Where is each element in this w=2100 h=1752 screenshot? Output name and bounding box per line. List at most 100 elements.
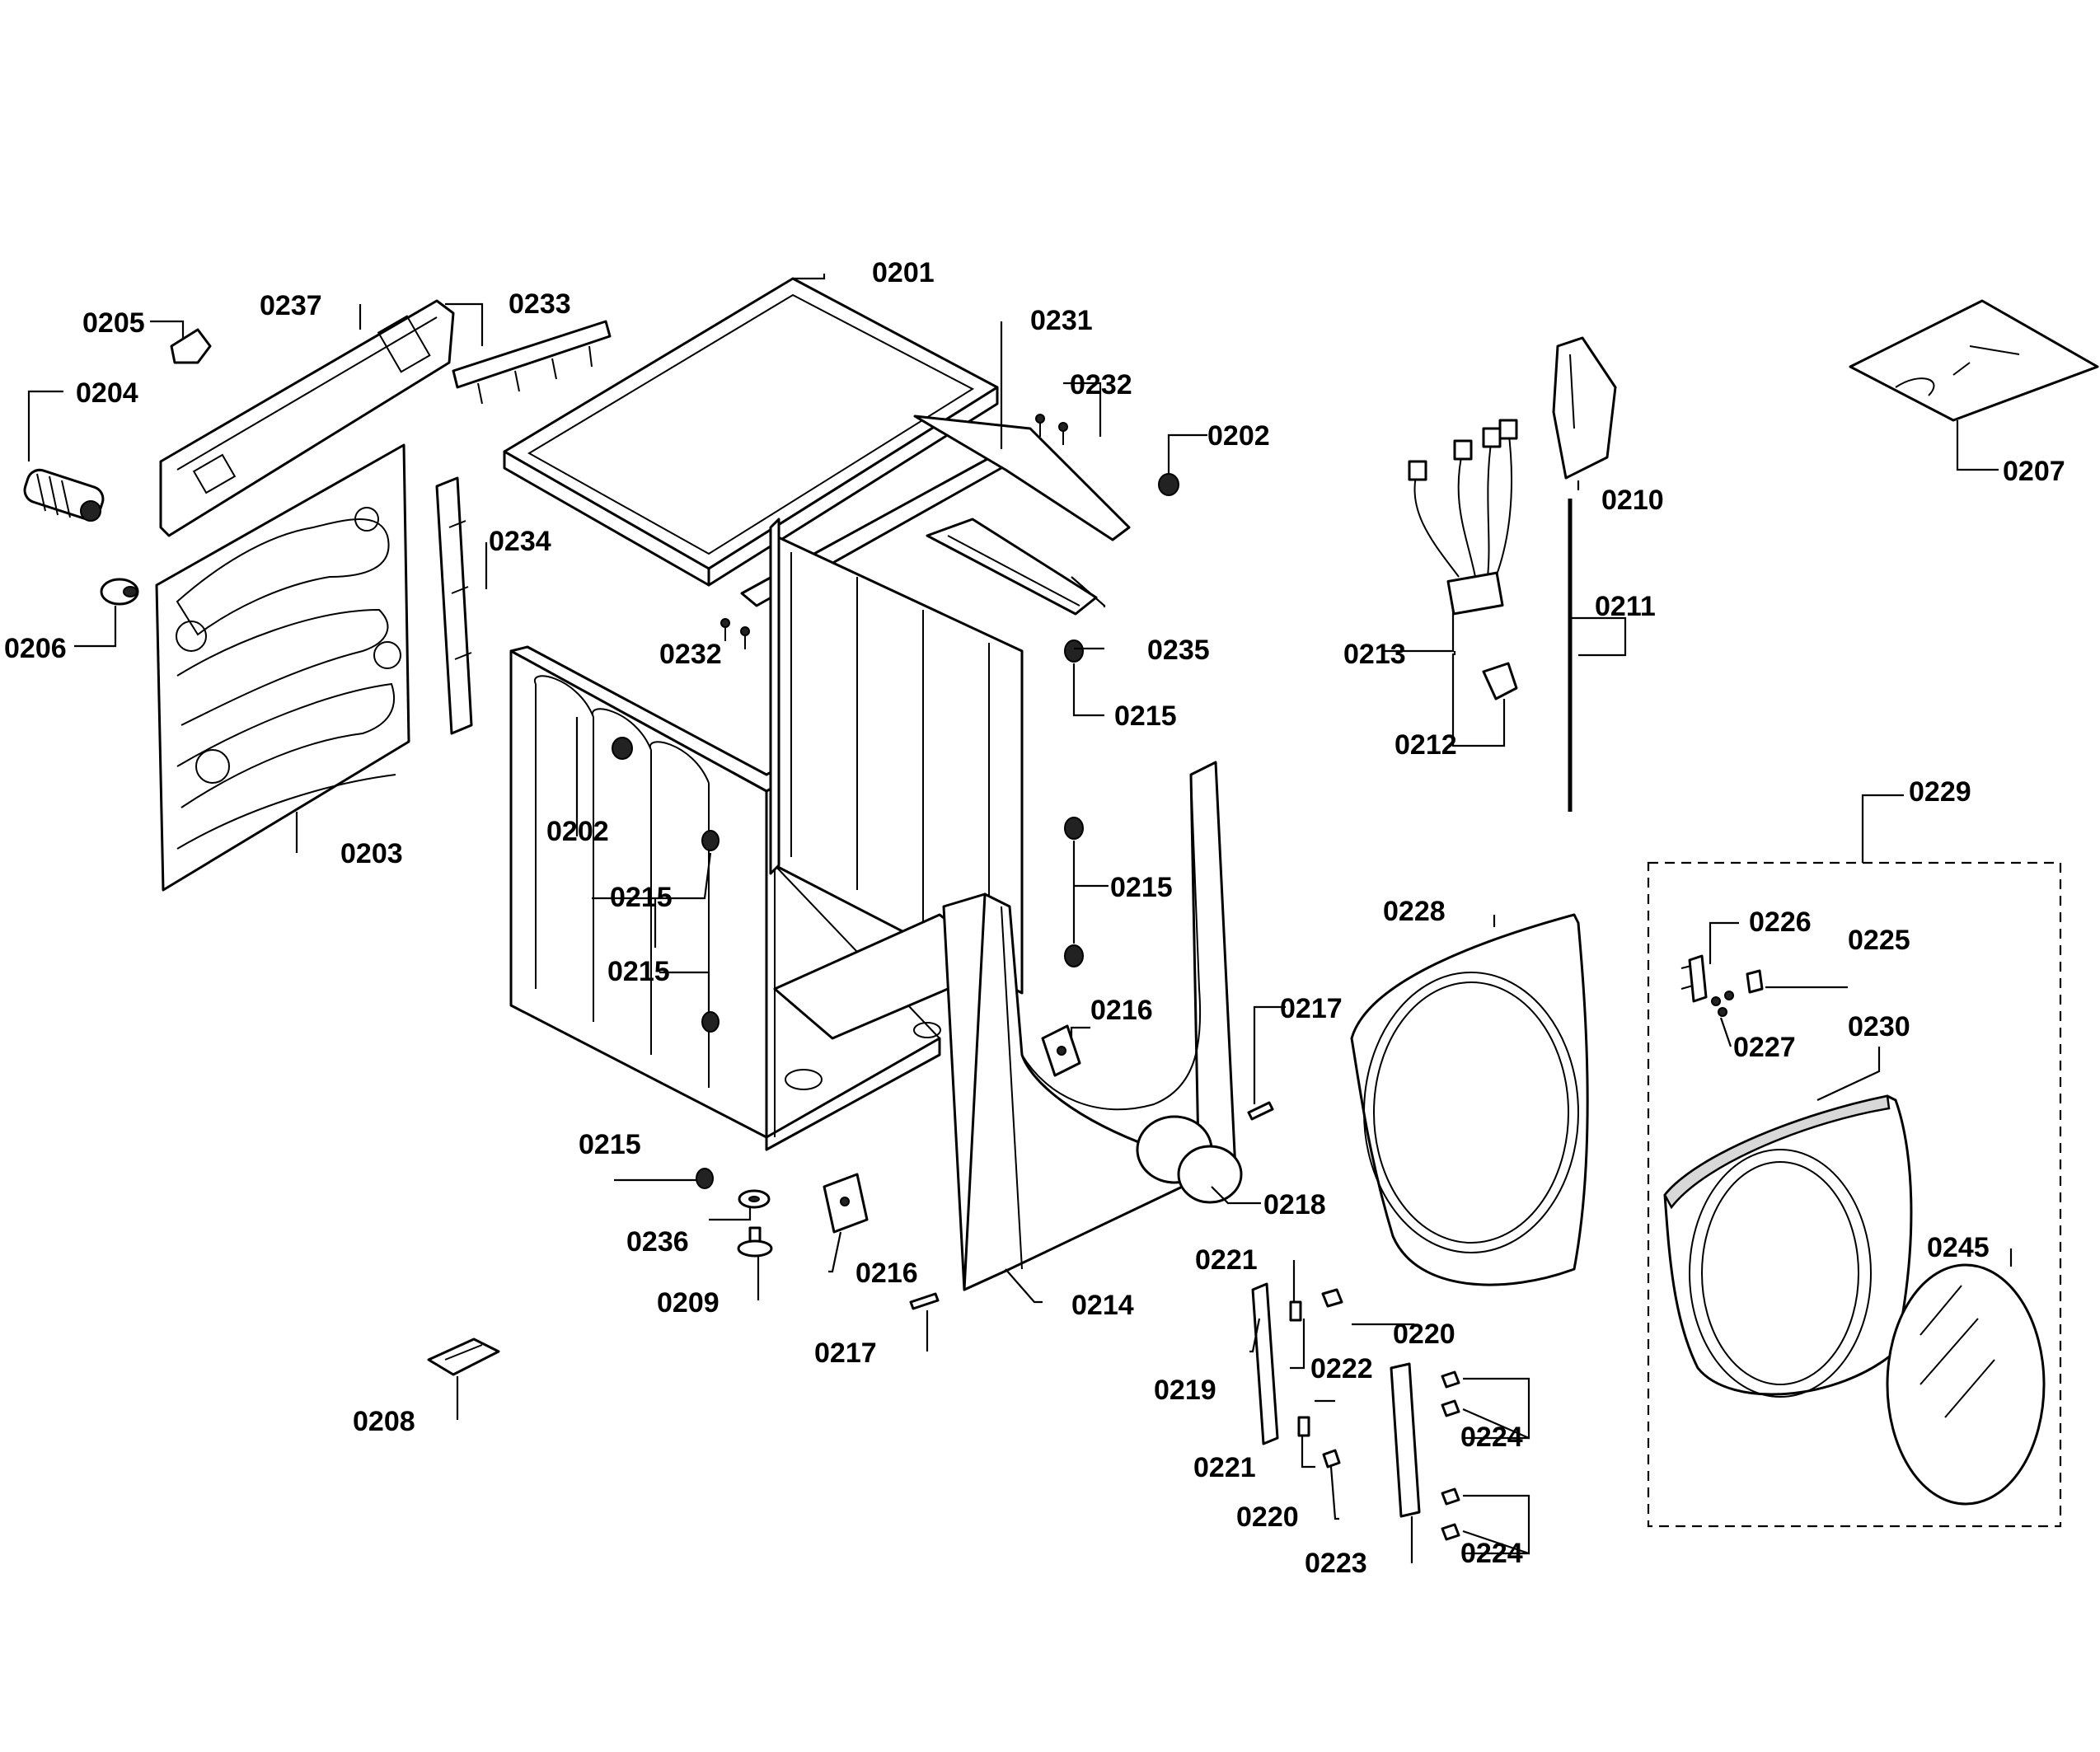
callout-0230[interactable]: 0230	[1848, 1011, 1910, 1042]
part-grommet-5[interactable]	[701, 1011, 720, 1033]
part-hinge-strip[interactable]	[1251, 1282, 1279, 1445]
callout-labels: 0201 0231 0232 0202 0233 0237 0205 0204 …	[4, 257, 2065, 1579]
callout-0221-lower[interactable]: 0221	[1193, 1452, 1256, 1483]
callout-0216-lower[interactable]: 0216	[855, 1258, 918, 1289]
part-rear-panel[interactable]	[155, 443, 410, 892]
part-door-strip[interactable]	[1390, 1362, 1421, 1518]
callout-0226[interactable]: 0226	[1749, 906, 1812, 938]
callout-0218[interactable]: 0218	[1263, 1189, 1326, 1220]
callout-0215-d[interactable]: 0215	[607, 956, 670, 987]
part-top-panel[interactable]	[503, 277, 999, 587]
door-assembly-box	[1647, 861, 2062, 1528]
callout-0233[interactable]: 0233	[509, 288, 571, 320]
part-cabinet[interactable]	[509, 518, 1024, 1151]
callout-0217-front[interactable]: 0217	[814, 1337, 877, 1369]
part-hinge-bracket-upper[interactable]	[1041, 1024, 1081, 1077]
part-screw-lower[interactable]	[1322, 1449, 1341, 1469]
part-screw-group-left[interactable]	[720, 618, 750, 649]
part-screw-pair-lower[interactable]	[1441, 1487, 1460, 1541]
callout-0215-c[interactable]: 0215	[610, 882, 673, 913]
callout-0232-top[interactable]: 0232	[1070, 369, 1132, 401]
part-door-lock[interactable]	[1552, 336, 1617, 480]
callout-0235[interactable]: 0235	[1147, 635, 1210, 666]
part-bushing-1[interactable]	[1158, 473, 1179, 496]
part-door-hinge[interactable]	[1680, 954, 1708, 1003]
callout-0222[interactable]: 0222	[1310, 1353, 1373, 1384]
part-knob[interactable]	[100, 578, 139, 606]
callout-0205[interactable]: 0205	[82, 307, 145, 339]
part-transit-bracket[interactable]	[427, 1337, 500, 1376]
callout-0229[interactable]: 0229	[1909, 776, 1971, 808]
callout-0236[interactable]: 0236	[626, 1226, 689, 1258]
callout-0245[interactable]: 0245	[1927, 1232, 1990, 1263]
callout-0209[interactable]: 0209	[657, 1287, 720, 1319]
callout-0208[interactable]: 0208	[353, 1406, 415, 1437]
callout-0224-upper[interactable]: 0224	[1460, 1422, 1523, 1453]
callout-0201[interactable]: 0201	[872, 257, 935, 288]
callout-0214[interactable]: 0214	[1071, 1290, 1134, 1321]
callout-0215-b[interactable]: 0215	[1110, 872, 1173, 903]
callout-0207[interactable]: 0207	[2003, 456, 2065, 487]
part-screw-front[interactable]	[909, 1292, 940, 1310]
callout-0203[interactable]: 0203	[340, 838, 403, 869]
callout-0220-lower[interactable]: 0220	[1236, 1501, 1299, 1533]
callout-0202-left[interactable]: 0202	[546, 816, 609, 847]
callout-0223[interactable]: 0223	[1305, 1548, 1367, 1579]
callout-0225[interactable]: 0225	[1848, 925, 1910, 956]
part-grommet-1[interactable]	[1064, 639, 1084, 663]
part-grommet-3[interactable]	[1064, 944, 1084, 967]
callout-0219[interactable]: 0219	[1154, 1375, 1216, 1406]
callout-0232-left[interactable]: 0232	[659, 639, 722, 670]
part-vertical-bracket[interactable]	[435, 476, 473, 735]
part-screw-upper[interactable]	[1321, 1288, 1343, 1308]
callout-0215-a[interactable]: 0215	[1114, 700, 1177, 732]
callout-0231[interactable]: 0231	[1030, 305, 1093, 336]
callout-0228[interactable]: 0228	[1383, 896, 1446, 927]
callout-0206[interactable]: 0206	[4, 633, 67, 664]
part-grommet-2[interactable]	[1064, 817, 1084, 840]
callout-0221-upper[interactable]: 0221	[1195, 1244, 1258, 1276]
part-upper-rear-bracket[interactable]	[159, 299, 455, 537]
callout-0202-top[interactable]: 0202	[1207, 420, 1270, 452]
part-clip-upper[interactable]	[1289, 1300, 1302, 1322]
part-screw-side[interactable]	[1247, 1101, 1274, 1121]
part-screw-pair-upper[interactable]	[1441, 1370, 1460, 1417]
part-leveling-foot[interactable]	[737, 1226, 773, 1258]
part-accessory-bag[interactable]	[1849, 299, 2099, 422]
part-outer-door-ring[interactable]	[1663, 1094, 1913, 1398]
part-clip-lower[interactable]	[1297, 1416, 1310, 1437]
part-rail[interactable]	[926, 518, 1098, 616]
part-door-latch-plate[interactable]	[1746, 969, 1764, 994]
part-washer[interactable]	[738, 1189, 771, 1209]
callout-0237[interactable]: 0237	[260, 290, 322, 321]
part-wiring-harness[interactable]	[1408, 419, 1518, 616]
part-hinge-screws[interactable]	[1711, 991, 1734, 1017]
part-hinge-bracket-lower[interactable]	[823, 1173, 869, 1234]
callout-0234[interactable]: 0234	[489, 526, 551, 557]
callout-0224-lower[interactable]: 0224	[1460, 1538, 1523, 1569]
part-round-cover[interactable]	[1136, 1115, 1243, 1204]
part-clip[interactable]	[170, 328, 212, 364]
part-bushing-2[interactable]	[612, 737, 633, 760]
callout-0220-upper[interactable]: 0220	[1393, 1319, 1455, 1350]
callout-0216-upper[interactable]: 0216	[1090, 995, 1153, 1026]
part-top-brace[interactable]	[452, 320, 612, 405]
callout-0217-side[interactable]: 0217	[1280, 993, 1343, 1024]
callout-0213[interactable]: 0213	[1343, 639, 1406, 670]
part-screw-group-top[interactable]	[1035, 414, 1068, 445]
part-grommet-6[interactable]	[696, 1168, 714, 1189]
leader-lines	[27, 274, 2013, 1563]
callout-0215-e[interactable]: 0215	[579, 1129, 641, 1160]
callout-0212[interactable]: 0212	[1395, 729, 1457, 761]
part-inner-door-frame[interactable]	[1350, 913, 1589, 1286]
part-front-panel[interactable]	[942, 761, 1238, 1291]
part-grommet-4[interactable]	[701, 830, 720, 851]
callout-0204[interactable]: 0204	[76, 377, 138, 409]
callout-0210[interactable]: 0210	[1601, 485, 1664, 516]
part-filter[interactable]	[21, 466, 106, 522]
callout-0227[interactable]: 0227	[1733, 1032, 1796, 1063]
callout-0211[interactable]: 0211	[1595, 591, 1656, 622]
part-door-glass[interactable]	[1886, 1263, 2046, 1506]
part-cap[interactable]	[1482, 662, 1518, 700]
